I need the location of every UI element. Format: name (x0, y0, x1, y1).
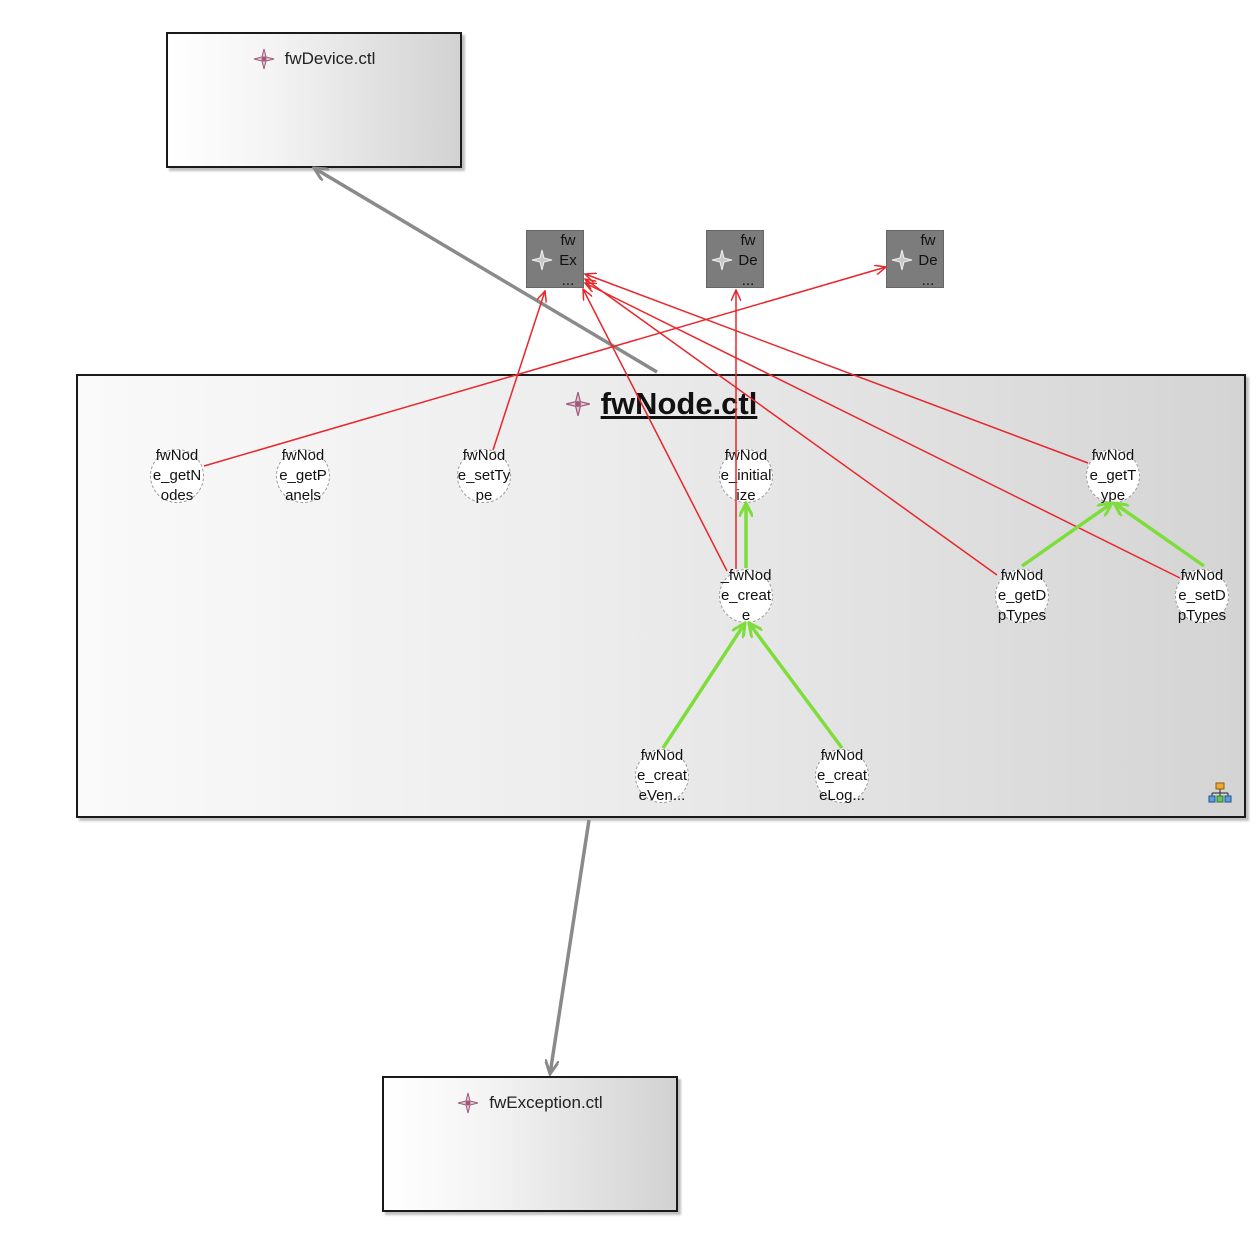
hierarchy-icon[interactable] (1208, 782, 1232, 804)
function-label-initialize: fwNod e_initial ize (720, 447, 772, 504)
ref-box-ex[interactable]: fw Ex ... (526, 230, 584, 289)
component-icon (891, 249, 913, 271)
function-label-setdptypes: fwNod e_setD pTypes (1177, 567, 1227, 624)
ref-box-de1[interactable]: fw De ... (706, 230, 764, 289)
function-label-createevent: fwNod e_creat eVen... (636, 747, 688, 804)
function-node-getnodes[interactable] (150, 449, 204, 503)
library-fwexception-label: fwException.ctl (489, 1093, 603, 1112)
component-icon (458, 1092, 479, 1114)
function-label-createlog: fwNod e_creat eLog... (816, 747, 868, 804)
ref-box-de1-label: fw De ... (738, 232, 758, 289)
component-icon (711, 249, 733, 271)
function-label-getnodes: fwNod e_getN odes (152, 447, 202, 504)
library-fwdevice-title: fwDevice.ctl (168, 48, 460, 70)
function-label-create: _fwNod e_creat e (720, 567, 772, 624)
component-icon (565, 392, 590, 416)
component-icon (531, 249, 553, 271)
library-fwdevice-label: fwDevice.ctl (284, 49, 376, 68)
function-label-getpanels: fwNod e_getP anels (279, 447, 327, 504)
function-node-createlog[interactable] (815, 749, 869, 803)
component-icon (253, 48, 274, 70)
function-node-createevent[interactable] (635, 749, 689, 803)
ref-box-de2-label: fw De ... (918, 232, 938, 289)
ref-box-ex-label: fw Ex ... (559, 232, 577, 289)
function-label-getdptypes: fwNod e_getD pTypes (997, 567, 1047, 624)
ref-box-de2[interactable]: fw De ... (886, 230, 944, 289)
function-label-settype: fwNod e_setTy pe (457, 447, 511, 504)
main-title: fwNode.ctl (78, 386, 1244, 422)
function-label-gettype: fwNod e_getT ype (1089, 447, 1137, 504)
library-fwdevice[interactable]: fwDevice.ctl (166, 32, 462, 168)
main-title-label: fwNode.ctl (600, 386, 758, 421)
library-fwexception[interactable]: fwException.ctl (382, 1076, 678, 1212)
library-fwexception-title: fwException.ctl (384, 1092, 676, 1114)
function-node-setdptypes[interactable] (1175, 569, 1229, 623)
